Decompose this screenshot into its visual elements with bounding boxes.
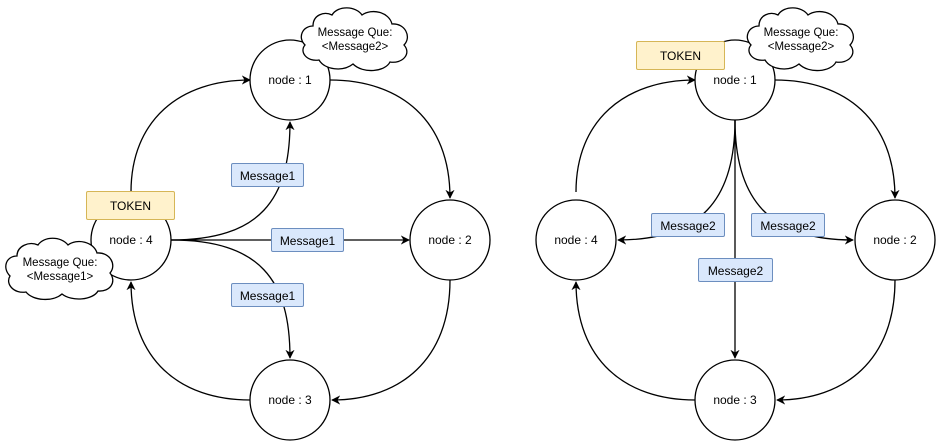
cloud-right-n1-line2: <Message2> xyxy=(767,41,835,53)
node-left-1-label: node : 1 xyxy=(268,73,312,87)
cloud-left-n4-line2: <Message1> xyxy=(26,271,94,283)
edge-left-n2-to-n3 xyxy=(331,279,451,405)
node-right-3 xyxy=(694,359,776,441)
message-right-to-node3: Message2 xyxy=(698,258,773,282)
token-right: TOKEN xyxy=(636,41,725,70)
edge-right-n2-to-n3 xyxy=(776,279,896,405)
edge-right-n4-to-n1 xyxy=(575,75,696,193)
cloud-left-n4 xyxy=(5,237,114,301)
cloud-left-n1-text: Message Que: <Message2> xyxy=(305,26,405,54)
message-left-to-node3: Message1 xyxy=(231,283,304,307)
cloud-left-n1-line2: <Message2> xyxy=(321,41,389,53)
cloud-left-n1 xyxy=(300,7,408,72)
message-right-to-node4: Message2 xyxy=(651,213,725,237)
edge-right-n3-to-n4 xyxy=(571,281,696,401)
edge-right-n1-broadcast-n4 xyxy=(617,119,736,245)
edge-left-n3-to-n4 xyxy=(126,281,251,401)
edge-left-n4-to-n1 xyxy=(130,75,251,193)
node-left-2-label: node : 2 xyxy=(428,233,472,247)
node-right-4 xyxy=(535,199,617,281)
node-left-3 xyxy=(249,359,331,441)
node-left-2 xyxy=(409,199,491,281)
edge-left-n4-broadcast-n1 xyxy=(170,121,295,241)
cloud-right-n1-text: Message Que: <Message2> xyxy=(751,26,851,54)
token-left: TOKEN xyxy=(86,191,175,220)
message-left-to-node1: Message1 xyxy=(231,163,304,187)
cloud-left-n4-line1: Message Que: xyxy=(22,257,98,269)
message-left-to-node2: Message1 xyxy=(271,228,344,252)
node-left-3-label: node : 3 xyxy=(268,393,312,407)
node-right-2-label: node : 2 xyxy=(873,233,917,247)
cloud-right-n1-line1: Message Que: xyxy=(763,27,839,39)
node-left-4-label: node : 4 xyxy=(109,233,153,247)
cloud-left-n4-text: Message Que: <Message1> xyxy=(10,256,110,284)
node-right-1-label: node : 1 xyxy=(713,73,757,87)
node-right-3-label: node : 3 xyxy=(713,393,757,407)
cloud-right-n1 xyxy=(746,7,854,72)
edge-left-n4-broadcast-n3 xyxy=(170,239,295,359)
node-right-4-label: node : 4 xyxy=(554,233,598,247)
node-right-2 xyxy=(854,199,936,281)
cloud-left-n1-line1: Message Que: xyxy=(317,27,393,39)
edge-left-n1-to-n2 xyxy=(329,79,455,199)
edge-right-n1-to-n2 xyxy=(774,79,900,199)
edge-right-n1-broadcast-n2 xyxy=(734,119,854,245)
message-right-to-node2: Message2 xyxy=(751,213,825,237)
